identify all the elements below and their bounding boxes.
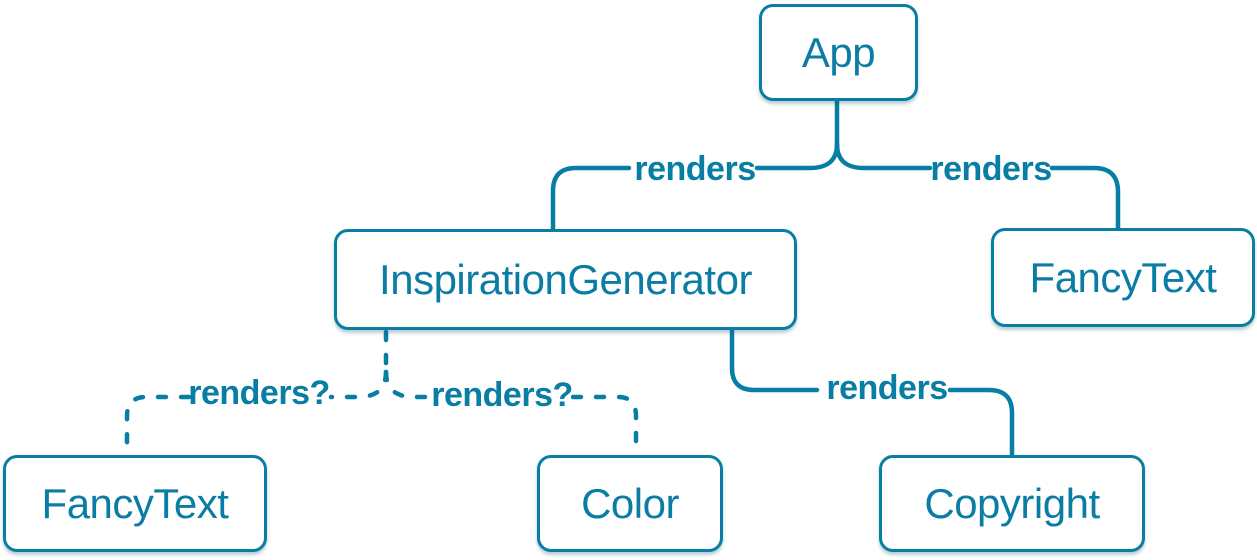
- edge-app-to-fancytext-b: [1049, 165, 1121, 231]
- edge-inspirationgenerator-to-color-a: [383, 369, 435, 400]
- node-fancy-text-bottom-label: FancyText: [41, 479, 229, 527]
- edge-inspirationgenerator-to-fancytext-bottom-a: [328, 369, 389, 400]
- edge-app-to-inspirationgenerator-a: [754, 141, 840, 171]
- edge-label-renders-app-inspirationgenerator: renders: [634, 150, 756, 188]
- node-inspiration-generator-label: InspirationGenerator: [379, 255, 752, 303]
- edge-label-renders-copyright: renders: [826, 369, 948, 407]
- edge-app-to-fancytext-a: [834, 141, 933, 171]
- node-inspiration-generator: InspirationGenerator: [334, 229, 797, 330]
- node-app-label: App: [801, 28, 876, 76]
- node-fancy-text-top-label: FancyText: [1029, 253, 1217, 301]
- node-fancy-text-top: FancyText: [991, 228, 1255, 327]
- node-color: Color: [537, 455, 723, 552]
- node-copyright-label: Copyright: [924, 479, 1100, 527]
- edge-label-renders-app-fancytext: renders: [930, 150, 1052, 188]
- edge-label-renders-question-fancytext: renders?: [188, 374, 330, 412]
- edge-inspirationgenerator-to-color-b: [570, 394, 639, 456]
- edge-app-to-inspirationgenerator-b: [550, 165, 632, 232]
- edge-inspirationgenerator-to-fancytext-bottom-b: [124, 394, 192, 456]
- edge-inspirationgenerator-to-copyright-a: [729, 327, 820, 393]
- node-copyright: Copyright: [879, 455, 1145, 552]
- node-color-label: Color: [581, 479, 679, 527]
- edge-inspirationgenerator-to-copyright-b: [947, 387, 1015, 458]
- node-fancy-text-bottom: FancyText: [3, 455, 267, 552]
- node-app: App: [759, 4, 918, 101]
- edge-label-renders-question-color: renders?: [431, 376, 573, 414]
